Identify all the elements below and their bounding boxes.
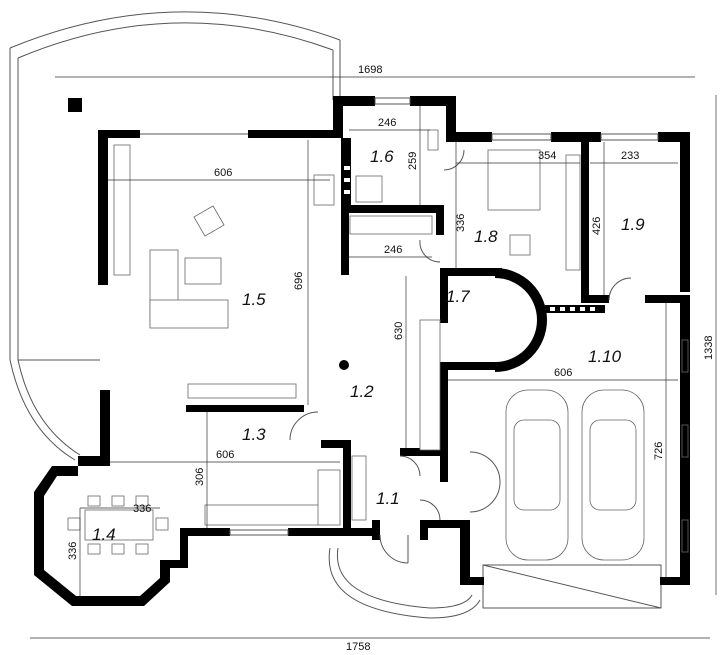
- furniture: [67, 129, 645, 561]
- dim-living-width: 606: [214, 167, 232, 179]
- windows: [140, 97, 689, 553]
- dim-dining-height: 336: [67, 542, 79, 560]
- dimension-lines: [30, 76, 717, 639]
- room-1-2-label: 1.2: [350, 382, 374, 401]
- room-1-9-label: 1.9: [621, 215, 645, 234]
- room-1-6-label: 1.6: [370, 147, 394, 166]
- dim-top-total: 1698: [358, 64, 382, 76]
- room-1-3-label: 1.3: [242, 425, 266, 444]
- room-1-8-label: 1.8: [474, 227, 498, 246]
- dimension-labels: 1698 1758 1338 606 696 246 259 354 336 2…: [67, 64, 715, 653]
- dim-room19-width: 233: [621, 150, 639, 162]
- dim-bottom-total: 1758: [346, 641, 370, 653]
- entrance-arc: [328, 547, 481, 619]
- dim-bath-height: 259: [407, 152, 419, 170]
- driveway: [482, 564, 662, 609]
- room-1-1-label: 1.1: [376, 489, 400, 508]
- terrace-outline: [9, 11, 341, 461]
- dim-garage-height: 726: [653, 442, 665, 460]
- room-1-10-label: 1.10: [588, 347, 622, 366]
- dim-kitchen-height: 306: [194, 468, 206, 486]
- dim-bath-width: 246: [378, 117, 396, 129]
- dim-kitchen-width: 606: [216, 449, 234, 461]
- dim-bed-width: 354: [538, 150, 556, 162]
- dim-right-total: 1338: [703, 336, 715, 360]
- dim-garage-width: 606: [554, 367, 572, 379]
- room-1-5-label: 1.5: [242, 290, 266, 309]
- dim-dining-width: 336: [133, 503, 151, 515]
- room-1-4-label: 1.4: [92, 525, 116, 544]
- dim-living-height: 696: [293, 272, 305, 290]
- dim-hall-height: 630: [393, 322, 405, 340]
- room-1-7-label: 1.7: [446, 287, 470, 306]
- dim-bed-depth: 336: [455, 214, 467, 232]
- dim-hall-width: 246: [384, 244, 402, 256]
- room-labels: 1.1 1.2 1.3 1.4 1.5 1.6 1.7 1.8 1.9 1.10: [92, 147, 645, 544]
- dim-room19-height: 426: [591, 217, 603, 235]
- walls: [34, 96, 690, 606]
- doors: [289, 149, 632, 564]
